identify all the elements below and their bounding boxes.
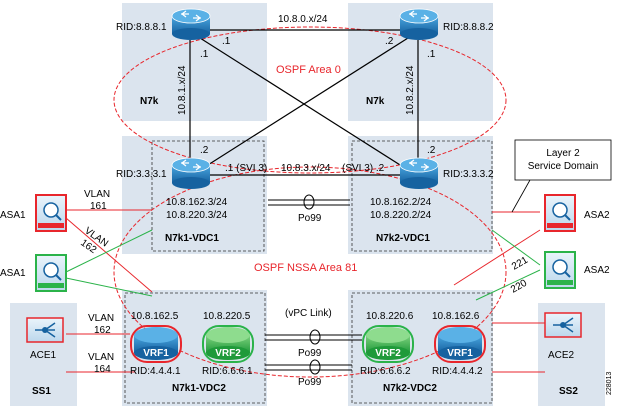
vdc2-left-label: N7k1-VDC2 bbox=[172, 383, 226, 394]
vdc2-left-rid2: RID:6.6.6.1 bbox=[202, 366, 253, 377]
svi-left-label: .1 (SVI 3) bbox=[225, 163, 267, 174]
octet-r4-up: .2 bbox=[427, 145, 436, 156]
link-asa1-green-a bbox=[65, 229, 153, 273]
r3-rid: RID:3.3.3.1 bbox=[116, 169, 167, 180]
octet-r3-up: .2 bbox=[200, 145, 209, 156]
callout-line1: Layer 2 bbox=[546, 148, 580, 159]
vdc1-right-label: N7k2-VDC1 bbox=[376, 233, 430, 244]
vrf1-left-icon bbox=[130, 325, 182, 363]
ss1-label: SS1 bbox=[32, 386, 51, 397]
vrf2-left-label: VRF2 bbox=[215, 348, 241, 359]
ospf-nssa-label: OSPF NSSA Area 81 bbox=[254, 262, 357, 274]
link-asa1-vlan162 bbox=[65, 217, 153, 293]
router-r1-icon bbox=[171, 8, 211, 40]
vdc1-left-box bbox=[151, 140, 265, 252]
vdc1-right-region bbox=[348, 136, 493, 254]
r1-rid: RID:8.8.8.1 bbox=[116, 22, 167, 33]
ace1-loadbalancer-icon bbox=[26, 317, 64, 343]
router-r3-icon bbox=[171, 157, 211, 189]
vrf1-left-label: VRF1 bbox=[143, 348, 169, 359]
ospf-area0-label: OSPF Area 0 bbox=[276, 64, 341, 76]
vdc2-left-ip1: 10.8.162.5 bbox=[131, 311, 179, 322]
vlan164-label-b: 164 bbox=[94, 364, 111, 375]
vdc2-right-ip1: 10.8.220.6 bbox=[366, 311, 414, 322]
vdc1-po99-label: Po99 bbox=[298, 213, 322, 224]
asa2-bottom-label: ASA2 bbox=[584, 265, 610, 276]
vdc2-right-ip2: 10.8.162.6 bbox=[432, 311, 480, 322]
vrf1-right-label: VRF1 bbox=[447, 348, 473, 359]
asa2-top-firewall-icon bbox=[544, 194, 576, 232]
callout-box bbox=[514, 139, 612, 181]
vdc1-right-ip1: 10.8.162.2/24 bbox=[370, 197, 432, 208]
po99-vdc2-top-ring bbox=[309, 329, 321, 345]
vrf2-right-label: VRF2 bbox=[375, 348, 401, 359]
vlan162-ace-label-b: 162 bbox=[94, 325, 111, 336]
r4-rid: RID:3.3.3.2 bbox=[443, 169, 494, 180]
vpc-link-label: (vPC Link) bbox=[285, 308, 332, 319]
octet-r1-down: .1 bbox=[200, 49, 209, 60]
link-r2-r3 bbox=[199, 37, 409, 171]
asa2-top-label: ASA2 bbox=[584, 210, 610, 221]
subnet-right-vertical: 10.8.2.x/24 bbox=[405, 65, 416, 115]
r2-rid: RID:8.8.8.2 bbox=[443, 22, 494, 33]
ss2-label: SS2 bbox=[559, 386, 578, 397]
asa1-top-label: ASA1 bbox=[0, 210, 26, 221]
n7k-right-label: N7k bbox=[366, 96, 385, 107]
ace1-label: ACE1 bbox=[30, 350, 57, 361]
octet-r1-right: .1 bbox=[222, 36, 231, 47]
vdc2-left-box bbox=[124, 292, 266, 404]
router-r4-icon bbox=[399, 157, 439, 189]
label-220: 220 bbox=[509, 278, 529, 296]
po99-vdc1-ring bbox=[303, 194, 315, 210]
figure-id: 228013 bbox=[606, 372, 613, 395]
asa2-bottom-firewall-icon bbox=[544, 251, 576, 289]
svi-middle-label: 10.8.3.x/24 bbox=[281, 163, 331, 174]
ospf-nssa-ellipse bbox=[113, 166, 507, 378]
router-r2-icon bbox=[399, 8, 439, 40]
vlan162-ace-label-a: VLAN bbox=[88, 313, 114, 324]
vdc2-left-ip2: 10.8.220.5 bbox=[203, 311, 251, 322]
vdc2-right-label: N7k2-VDC2 bbox=[383, 383, 437, 394]
link-asa1-green-b bbox=[65, 277, 153, 297]
ospf-area0-ellipse bbox=[113, 26, 507, 174]
link-asa2-green-221 bbox=[491, 229, 541, 266]
asa1-bottom-label: ASA1 bbox=[0, 268, 26, 279]
subnet-left-vertical: 10.8.1.x/24 bbox=[177, 65, 188, 115]
subnet-top: 10.8.0.x/24 bbox=[278, 14, 328, 25]
vdc1-left-label: N7k1-VDC1 bbox=[165, 233, 219, 244]
callout-line2: Service Domain bbox=[528, 161, 599, 172]
vdc1-right-ip2: 10.8.220.2/24 bbox=[370, 210, 432, 221]
svi-right-label: (SVI 3) .2 bbox=[342, 163, 385, 174]
octet-r2-left: .2 bbox=[385, 36, 394, 47]
label-221: 221 bbox=[510, 255, 530, 273]
vdc2-right-box bbox=[351, 292, 493, 404]
vdc2-right-rid1: RID:6.6.6.2 bbox=[360, 366, 411, 377]
callout-pointer bbox=[511, 179, 531, 213]
octet-r2-down: .1 bbox=[427, 49, 436, 60]
link-asa2-green-220 bbox=[475, 269, 541, 301]
vdc2-right-rid2: RID:4.4.4.2 bbox=[432, 366, 483, 377]
vrf2-right-icon bbox=[362, 325, 414, 363]
ace2-loadbalancer-icon bbox=[544, 312, 582, 338]
vdc1-left-region bbox=[122, 136, 267, 254]
po99-vdc2-bottom-ring bbox=[309, 359, 321, 375]
vlan161-label-a: VLAN bbox=[84, 189, 110, 200]
vdc1-left-ip2: 10.8.220.3/24 bbox=[166, 210, 228, 221]
vlan161-label-b: 161 bbox=[90, 201, 107, 212]
vrf1-right-icon bbox=[434, 325, 486, 363]
vdc2-po99-top-label: Po99 bbox=[298, 348, 322, 359]
vrf2-left-icon bbox=[202, 325, 254, 363]
asa1-bottom-firewall-icon bbox=[35, 254, 67, 292]
vdc1-right-box bbox=[351, 140, 493, 252]
asa1-top-firewall-icon bbox=[35, 194, 67, 232]
vlan164-label-a: VLAN bbox=[88, 352, 114, 363]
ace2-label: ACE2 bbox=[548, 350, 575, 361]
vdc1-left-ip1: 10.8.162.3/24 bbox=[166, 197, 228, 208]
n7k-left-label: N7k bbox=[140, 96, 159, 107]
vdc2-po99-bottom-label: Po99 bbox=[298, 377, 322, 388]
link-asa2-red-diag bbox=[453, 229, 541, 286]
vdc2-left-rid1: RID:4.4.4.1 bbox=[130, 366, 181, 377]
